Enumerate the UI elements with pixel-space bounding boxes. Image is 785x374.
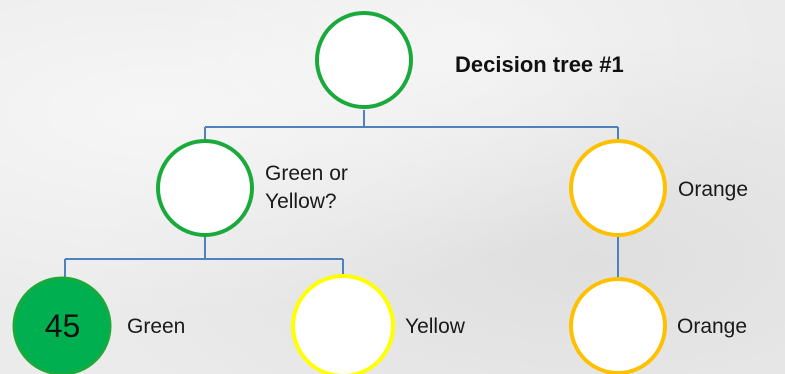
green-leaf-label: Green xyxy=(127,315,186,338)
green-or-yellow-label-line2: Yellow? xyxy=(265,190,337,213)
green-leaf-count: 45 xyxy=(44,307,81,344)
green-leaf-node xyxy=(12,276,112,374)
connectors xyxy=(64,110,619,279)
orange-branch-label: Orange xyxy=(678,178,749,201)
green-or-yellow-node xyxy=(156,139,254,237)
yellow-leaf-label: Yellow xyxy=(405,315,465,338)
yellow-leaf-node xyxy=(291,274,395,374)
green-or-yellow-label: Green or Yellow? xyxy=(265,160,348,216)
diagram-title: Decision tree #1 xyxy=(455,52,624,77)
orange-branch-node xyxy=(569,139,667,237)
root-node xyxy=(315,11,413,109)
orange-leaf-label: Orange xyxy=(677,315,748,338)
orange-leaf-node xyxy=(569,277,667,374)
green-or-yellow-label-line1: Green or xyxy=(265,162,348,185)
